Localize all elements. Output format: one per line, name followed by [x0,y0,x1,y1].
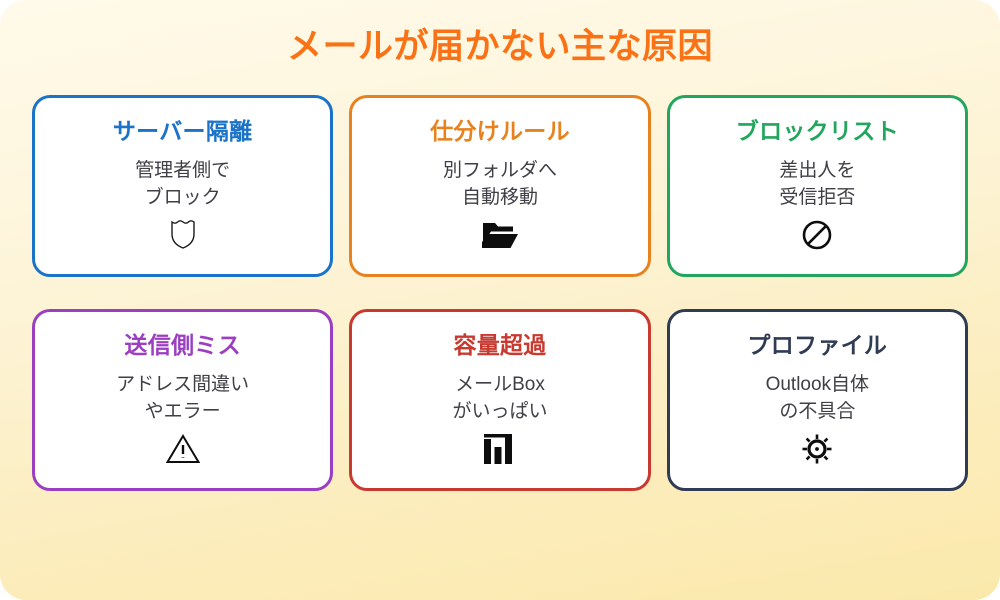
cause-card-body-line-1: Outlook自体 [765,374,870,396]
cause-card-body: 管理者側で ブロック [135,158,230,212]
cause-card-body: アドレス間違い やエラー [116,372,249,426]
cause-card-body-line-1: 差出人を [779,160,856,182]
page-title: メールが届かない主な原因 [286,27,713,66]
warning-triangle-icon [165,432,200,466]
cause-card-body: メールBox がいっぱい [452,372,547,426]
cause-card-body-line-2: 受信拒否 [779,187,856,209]
cause-card-block-list[interactable]: ブロックリスト 差出人を 受信拒否 [666,95,968,277]
cause-card-body-line-1: 管理者側で [135,160,231,182]
cause-card-body: 別フォルダへ 自動移動 [443,158,557,212]
cause-card-body-line-2: の不具合 [779,401,856,423]
cause-card-sorting-rule[interactable]: 仕分けルール 別フォルダへ 自動移動 [349,95,651,277]
cause-card-body: Outlook自体 の不具合 [766,372,869,426]
cause-card-title: 仕分けルール [430,118,570,144]
cause-card-body-line-2: やエラー [144,401,221,423]
cause-card-server-isolation[interactable]: サーバー隔離 管理者側で ブロック [32,95,334,277]
cause-card-body-line-1: アドレス間違い [116,374,250,396]
cause-card-body: 差出人を 受信拒否 [779,158,855,212]
cause-card-body-line-1: メールBox [455,374,545,396]
cause-card-title: プロファイル [747,332,888,358]
shield-icon [168,218,198,252]
open-folder-icon [481,218,518,252]
cause-card-body-line-2: がいっぱい [452,401,548,423]
cause-card-sender-mistake[interactable]: 送信側ミス アドレス間違い やエラー [32,309,334,491]
cause-card-title: サーバー隔離 [112,118,253,144]
cause-card-profile[interactable]: プロファイル Outlook自体 の不具合 [666,309,968,491]
cause-card-body-line-2: ブロック [144,187,221,209]
cause-card-body-line-1: 別フォルダへ [442,160,557,182]
gear-icon [802,432,832,466]
prohibited-icon [801,218,833,252]
bar-chart-icon [483,432,516,466]
cause-card-title: 容量超過 [453,332,547,358]
cause-card-quota-exceeded[interactable]: 容量超過 メールBox がいっぱい [349,309,651,491]
cause-card-title: ブロックリスト [735,118,899,144]
cause-card-grid: サーバー隔離 管理者側で ブロック 仕分けルール 別フォルダへ 自動移動 [32,95,968,491]
cause-card-body-line-2: 自動移動 [461,187,538,209]
cause-card-title: 送信側ミス [124,332,241,358]
